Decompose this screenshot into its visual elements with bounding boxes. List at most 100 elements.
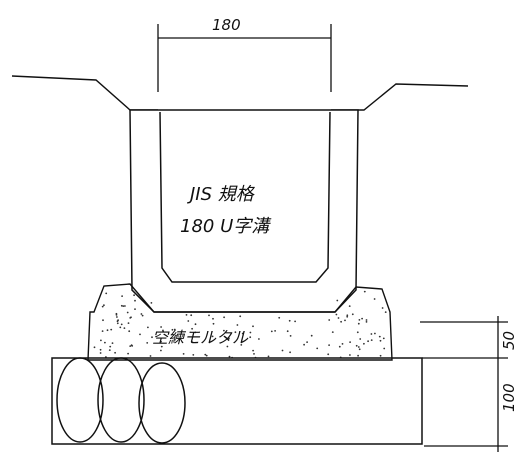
base-cobbles [56, 357, 186, 444]
mortar-dot [117, 319, 119, 322]
mortar-dot [349, 341, 351, 343]
mortar-dot [100, 339, 102, 342]
mortar-dot [194, 323, 197, 326]
mortar-dot [249, 331, 252, 334]
mortar-dot [379, 354, 382, 357]
top-dimension [157, 24, 332, 92]
mortar-dot [359, 338, 362, 340]
mortar-dot [110, 328, 113, 331]
mortar-dot [134, 299, 136, 302]
mortar-dot [378, 335, 381, 338]
mortar-dot [211, 335, 214, 338]
mortar-label: 空練モルタル [152, 328, 249, 347]
mortar-dot [93, 346, 96, 349]
dimension-mortar-height-label: 50 [500, 331, 518, 350]
mortar-dot [102, 319, 104, 322]
mortar-dot [241, 332, 244, 335]
mortar-dot [192, 354, 195, 356]
mortar-dot [106, 329, 109, 332]
dimension-top-width-label: 180 [212, 16, 241, 34]
mortar-dot [328, 319, 331, 321]
mortar-dot [278, 316, 281, 319]
mortar-dot [101, 330, 104, 332]
mortar-dot [306, 341, 308, 343]
mortar-dot [105, 292, 108, 295]
mortar-dot [130, 316, 132, 319]
cobble-1 [56, 357, 104, 443]
mortar-dot [146, 342, 149, 344]
mortar-dot [249, 336, 252, 339]
mortar-dot [356, 331, 359, 334]
ground-line-left [11, 75, 158, 111]
mortar-dot [173, 328, 176, 331]
mortar-dot [281, 349, 284, 352]
mortar-dot [240, 344, 243, 346]
mortar-dot [286, 330, 289, 333]
mortar-dot [139, 333, 141, 336]
mortar-dot [384, 311, 387, 313]
mortar-dot [182, 353, 185, 355]
mortar-dot [252, 325, 254, 328]
mortar-dot [381, 307, 384, 309]
mortar-dot [115, 314, 118, 316]
mortar-dot [175, 334, 177, 337]
mortar-dot [121, 295, 123, 297]
mortar-dot [104, 341, 106, 344]
mortar-dot [361, 317, 363, 320]
mortar-dot [348, 305, 351, 307]
mortar-dot [303, 343, 305, 346]
mortar-dot [151, 336, 153, 339]
mortar-dot [103, 304, 105, 307]
mortar-dot [111, 342, 114, 344]
mortar-dot [212, 322, 215, 325]
product-label-line1: JIS 規格 [187, 184, 256, 205]
mortar-dot [357, 354, 359, 357]
ground-line [11, 75, 469, 111]
mortar-dot [344, 319, 346, 322]
mortar-dot [349, 354, 351, 356]
mortar-dot [289, 335, 292, 337]
mortar-dot-texture [93, 290, 387, 359]
mortar-dot [327, 353, 330, 356]
mortar-dot [234, 331, 237, 334]
right-dimension [420, 316, 508, 452]
mortar-dot [253, 353, 255, 355]
mortar-dot [346, 315, 349, 318]
mortar-dot [358, 348, 361, 351]
mortar-dot [141, 314, 144, 317]
mortar-dot [160, 345, 163, 348]
mortar-dot [357, 322, 360, 325]
mortar-dot [101, 305, 104, 308]
cobble-3 [138, 362, 186, 444]
mortar-dot [160, 340, 162, 343]
mortar-dot [129, 345, 132, 347]
mortar-dot [228, 355, 231, 358]
product-label-line2: 180 U字溝 [180, 216, 272, 237]
mortar-dot [365, 319, 368, 321]
dimension-base-height-label: 100 [500, 383, 518, 412]
mortar-dot [274, 330, 276, 332]
mortar-dot [208, 314, 210, 317]
mortar-dot [288, 319, 291, 322]
mortar-dot [370, 333, 373, 335]
mortar-dot [120, 323, 123, 326]
mortar-dot [223, 329, 225, 332]
mortar-dot [363, 342, 365, 345]
mortar-dot [114, 351, 116, 354]
mortar-dot [160, 326, 163, 328]
mortar-dot [190, 314, 193, 317]
mortar-dot [236, 324, 239, 326]
mortar-dot [116, 316, 118, 318]
mortar-dot [126, 311, 129, 314]
mortar-dot [374, 332, 376, 335]
cobble-2 [97, 357, 145, 443]
mortar-dot [316, 347, 319, 350]
mortar-dot [363, 290, 366, 293]
mortar-dot [171, 328, 174, 331]
mortar-dot [187, 320, 190, 322]
mortar-dot [119, 326, 122, 329]
mortar-dot [109, 345, 112, 348]
mortar-dot [382, 337, 385, 340]
mortar-dot [133, 294, 136, 297]
mortar-dot [338, 345, 341, 348]
